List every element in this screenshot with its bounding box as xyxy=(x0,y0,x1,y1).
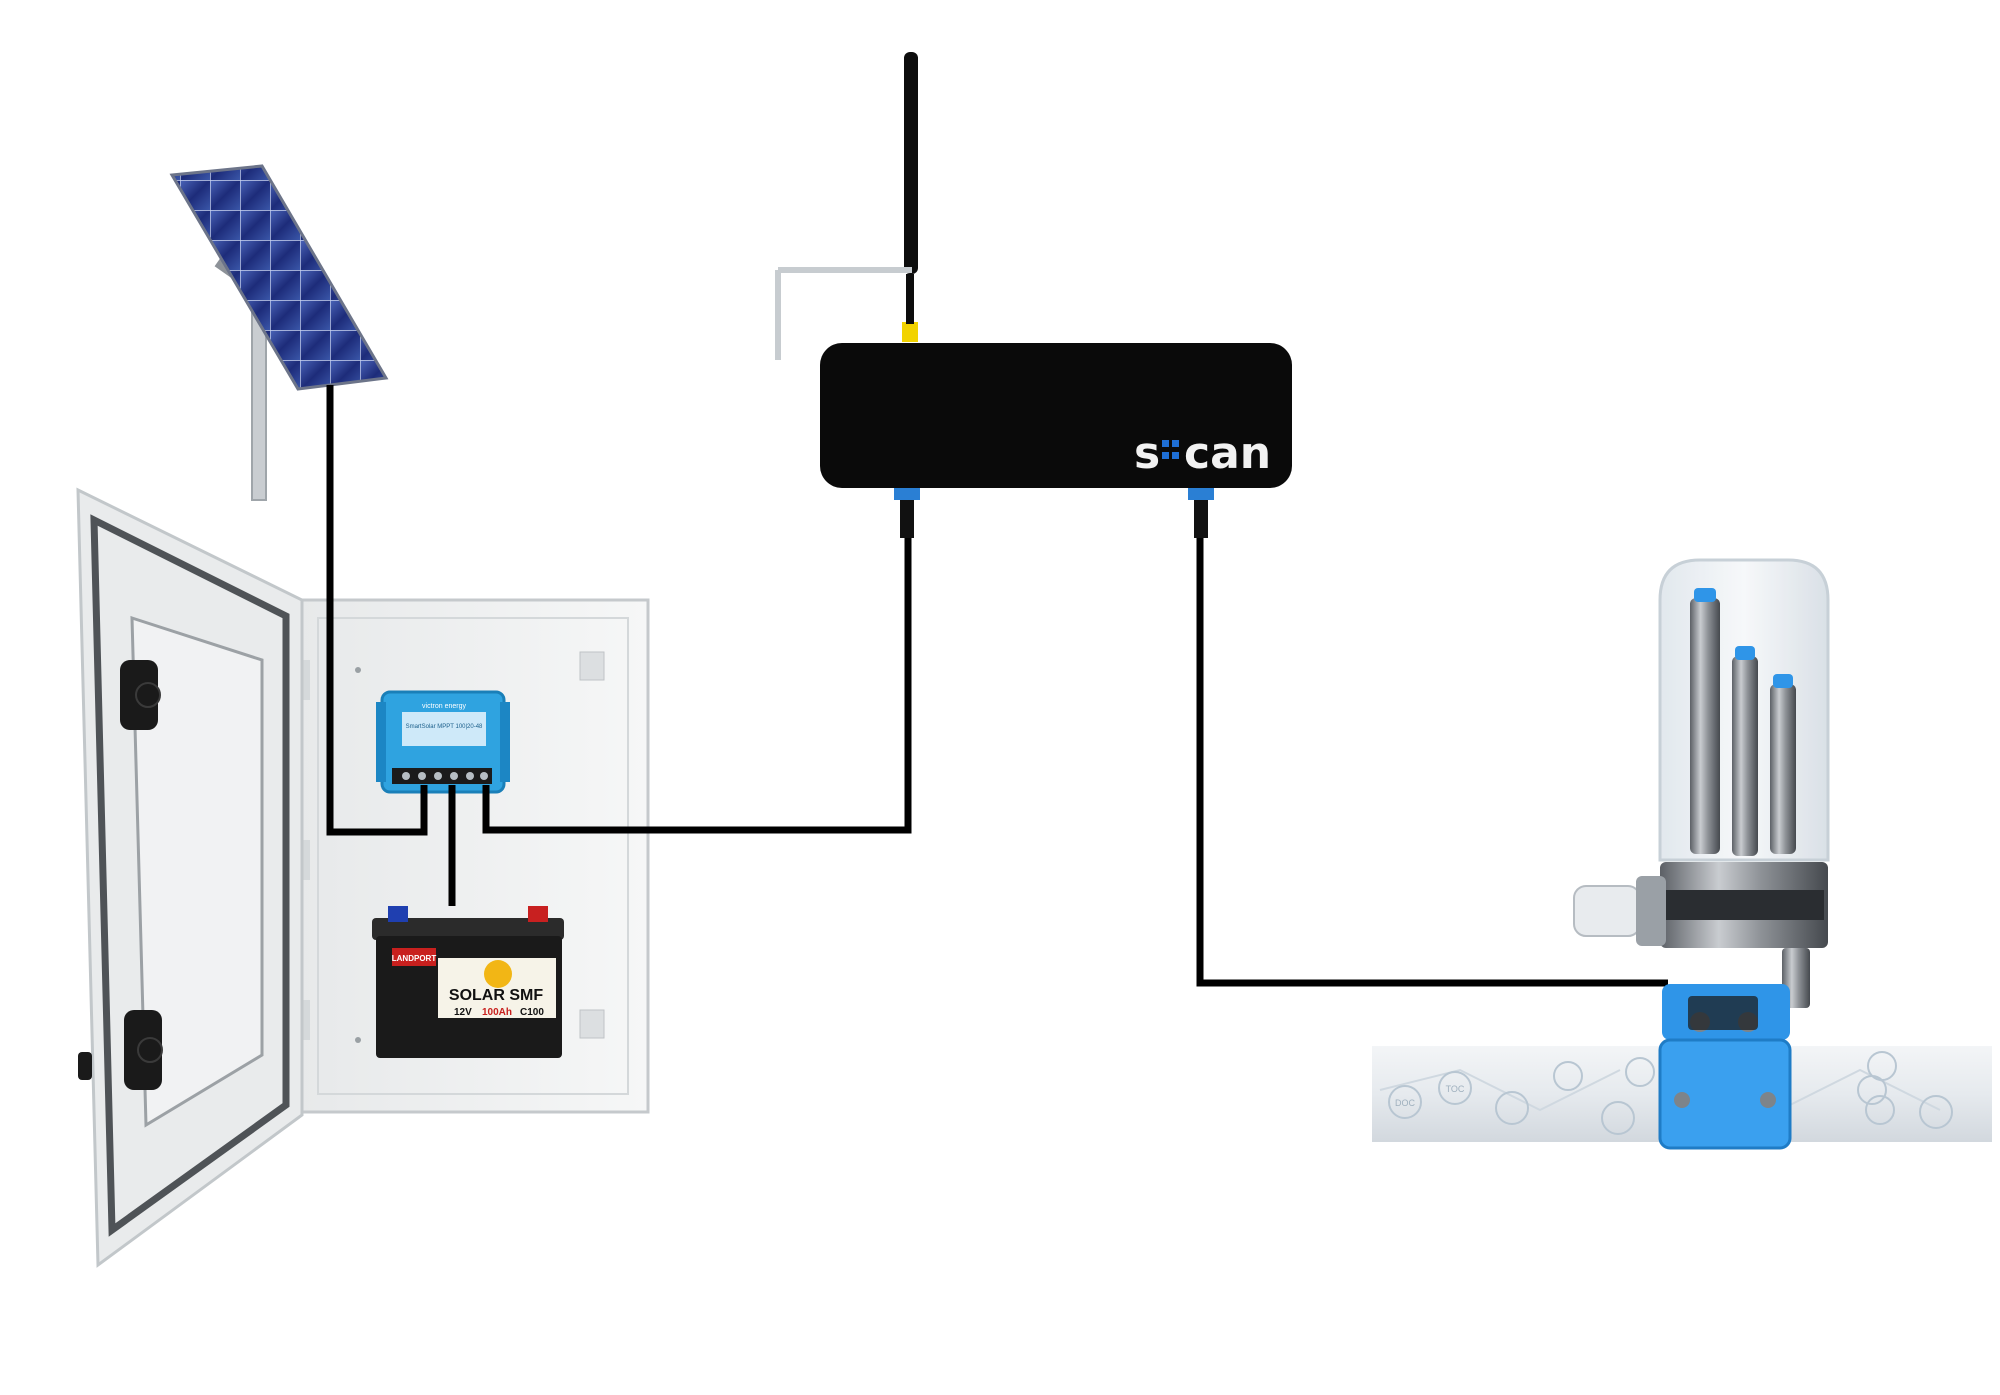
scan-logo-s: s xyxy=(1134,428,1160,479)
multi-parameter-probe xyxy=(1573,558,1830,1150)
battery-brand: LANDPORT xyxy=(392,954,437,963)
electrical-enclosure xyxy=(296,598,650,1114)
solar-panel-cells xyxy=(169,164,389,391)
pipe-bubble xyxy=(1625,1057,1655,1087)
probe-sensor-2 xyxy=(1732,656,1758,856)
antenna xyxy=(775,52,918,360)
scan-logo-dot xyxy=(1162,452,1169,459)
scan-port-probe xyxy=(1188,488,1214,500)
terminal-screw xyxy=(480,772,488,780)
solar-panel-pole xyxy=(251,309,267,501)
enclosure-door xyxy=(76,487,304,1268)
scan-controller-body xyxy=(820,343,1292,488)
probe-sensor-3-cap xyxy=(1773,674,1793,688)
probe-mount-base xyxy=(1658,1038,1792,1150)
charge-controller-label-plate xyxy=(402,712,486,746)
battery-label-sun xyxy=(484,960,512,988)
scan-logo-can: can xyxy=(1184,428,1271,479)
scan-logo-dot xyxy=(1172,452,1179,459)
terminal-screw xyxy=(450,772,458,780)
probe-side-connector xyxy=(1573,885,1641,937)
svg-text:DOC: DOC xyxy=(1395,1098,1416,1108)
scan-port-power xyxy=(894,488,920,500)
pipe-bubble xyxy=(1867,1051,1897,1081)
charge-controller-brand: victron energy xyxy=(422,703,466,710)
terminal-screw xyxy=(402,772,410,780)
battery: LANDPORT SOLAR SMF 12V 100Ah C100 xyxy=(372,906,564,1058)
scan-port-probe-cable xyxy=(1194,500,1208,538)
solar-panel xyxy=(169,164,389,501)
scan-logo-dot xyxy=(1162,440,1169,447)
pipe-bubble xyxy=(1495,1091,1529,1125)
scan-port-power-cable xyxy=(900,500,914,538)
battery-brand-badge xyxy=(392,948,436,966)
battery-lid xyxy=(372,918,564,940)
antenna-base xyxy=(902,322,918,342)
corner-mount xyxy=(579,651,605,681)
pipe-bubble: DOC xyxy=(1388,1085,1422,1119)
battery-terminal-negative xyxy=(388,906,408,922)
battery-label-main: SOLAR SMF xyxy=(449,987,543,1004)
probe-sensor-1 xyxy=(1690,598,1720,854)
cable-controller-to-scan xyxy=(482,528,912,834)
door-seal xyxy=(90,514,290,1237)
screw xyxy=(355,667,361,673)
screw xyxy=(355,1037,361,1043)
pipe-bubble xyxy=(1865,1095,1895,1125)
door-inner-panel xyxy=(130,615,264,1128)
pipe-bubble: TOC xyxy=(1438,1071,1472,1105)
charge-controller: victron energy SmartSolar MPPT 100|20-48 xyxy=(376,690,510,794)
svg-text:TOC: TOC xyxy=(1446,1084,1465,1094)
antenna-bracket xyxy=(775,267,912,360)
charge-controller-model: SmartSolar MPPT 100|20-48 xyxy=(406,724,483,730)
scan-controller: s can xyxy=(820,343,1292,538)
scan-logo-dot xyxy=(1172,440,1179,447)
battery-label-rating: C100 xyxy=(520,1007,544,1018)
cable-solar-to-controller xyxy=(326,385,428,836)
cables xyxy=(326,385,1668,987)
charge-controller-fin-right xyxy=(500,702,510,782)
probe-side-collar xyxy=(1636,876,1666,946)
terminal-screw xyxy=(418,772,426,780)
door-latch-top xyxy=(120,660,161,730)
terminal-screw xyxy=(466,772,474,780)
door-latch-bottom xyxy=(124,1010,163,1090)
pipe-bubble xyxy=(1919,1095,1953,1129)
probe-sensor-2-cap xyxy=(1735,646,1755,660)
battery-label-voltage: 12V xyxy=(454,1007,472,1018)
probe-sensor-1-cap xyxy=(1694,588,1716,602)
door-handle xyxy=(78,1052,92,1080)
terminal-screw xyxy=(434,772,442,780)
probe-sensor-3 xyxy=(1770,684,1796,854)
battery-label-capacity: 100Ah xyxy=(482,1007,512,1018)
battery-terminal-positive xyxy=(528,906,548,922)
pipe-bubble xyxy=(1553,1061,1583,1091)
clamp-bolt xyxy=(1760,1092,1776,1108)
antenna-mast xyxy=(904,52,918,274)
probe-housing-band xyxy=(1664,890,1824,920)
enclosure-inner-wall xyxy=(317,617,629,1095)
corner-mount xyxy=(579,1009,605,1039)
antenna-cable xyxy=(906,274,914,324)
clamp-dark-block xyxy=(1688,996,1758,1030)
charge-controller-fin-left xyxy=(376,702,386,782)
clamp-bolt xyxy=(1674,1092,1690,1108)
pipe-bubble xyxy=(1601,1101,1635,1135)
cable-scan-to-probe xyxy=(1196,528,1668,987)
